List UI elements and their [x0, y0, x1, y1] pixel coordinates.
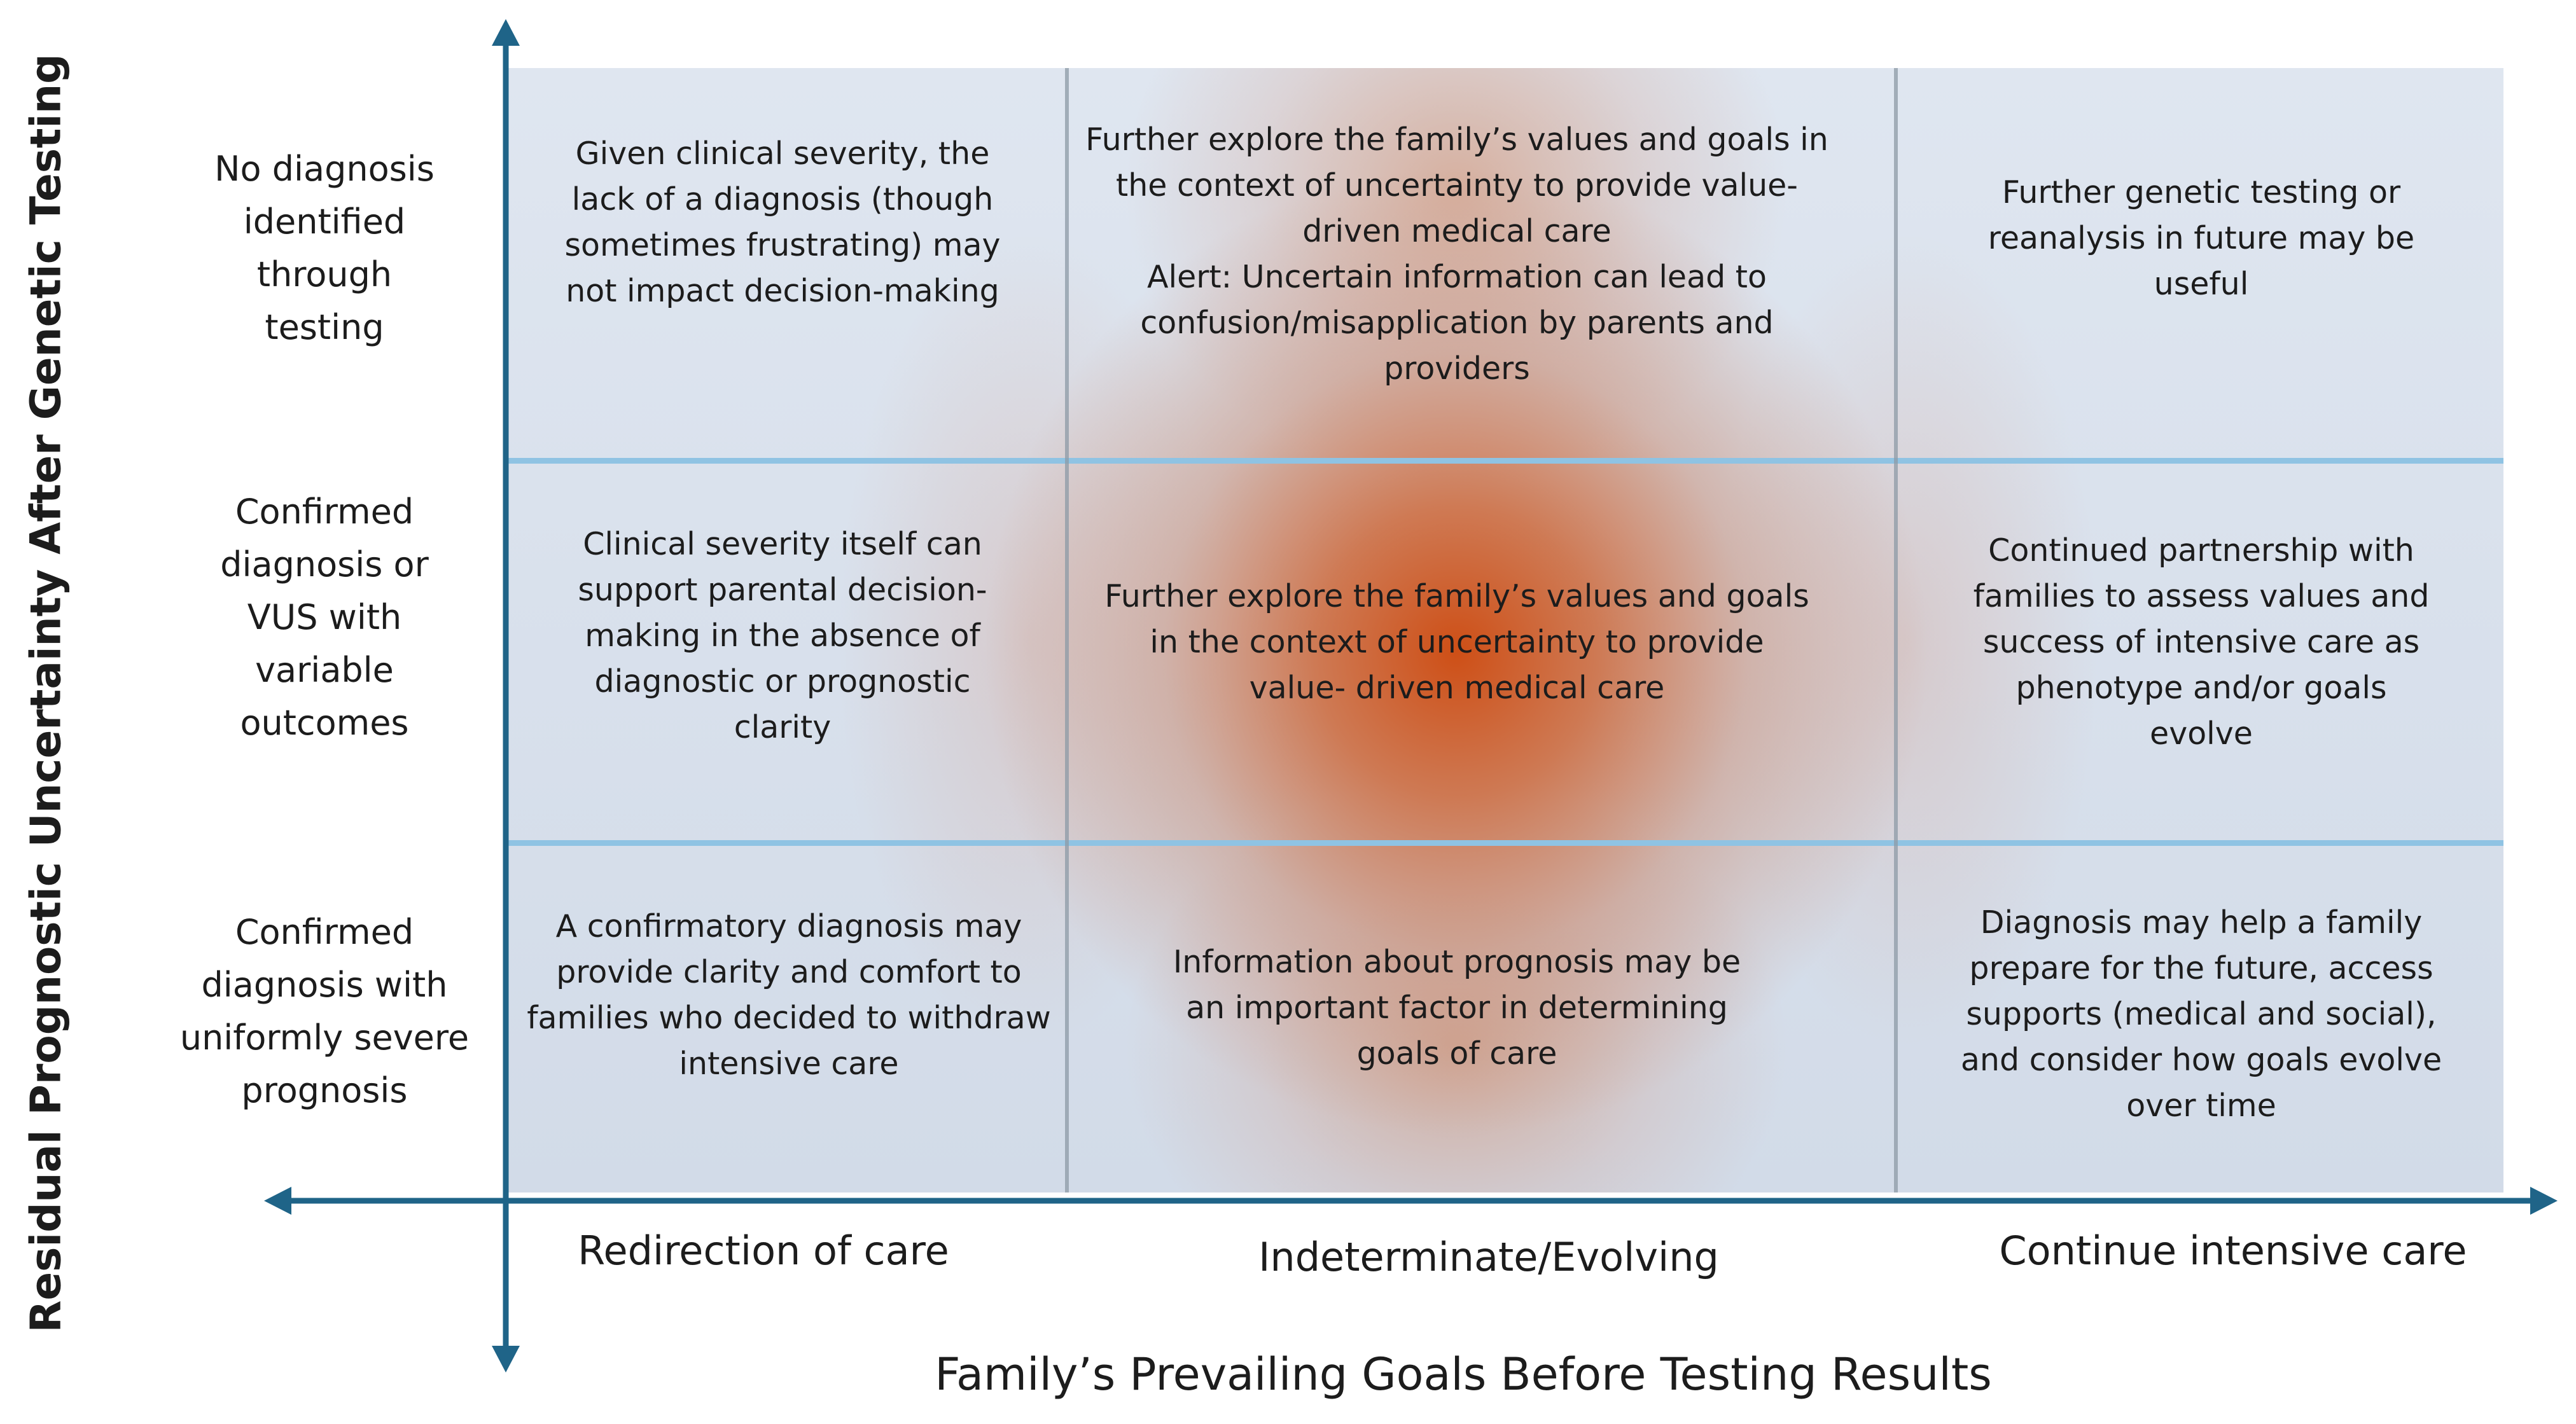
cell-no-diagnosis-continue: Further genetic testing or reanalysis in…: [1988, 174, 2415, 302]
y-axis-bottom-arrow: [492, 1346, 520, 1372]
y-axis-title: Residual Prognostic Uncertainty After Ge…: [21, 53, 71, 1333]
cell-vus-continue: Continued partnership with families to a…: [1973, 532, 2430, 752]
y-axis-top-arrow: [492, 19, 520, 46]
column-label-redirection: Redirection of care: [578, 1227, 949, 1274]
center-glow-gradient: [508, 68, 2503, 1192]
cell-vus-indeterminate: Further explore the family’s values and …: [1104, 578, 1809, 706]
x-axis-title: Family’s Prevailing Goals Before Testing…: [935, 1348, 1992, 1400]
column-divider-1: [1065, 68, 1069, 1192]
matrix-panel: [508, 68, 2503, 1192]
row-label-no-diagnosis: No diagnosis identified through testing: [214, 149, 435, 347]
cell-severe-redirection: A confirmatory diagnosis may provide cla…: [527, 908, 1051, 1082]
x-axis-right-arrow: [2530, 1187, 2558, 1215]
column-label-continue: Continue intensive care: [1999, 1227, 2467, 1274]
cell-no-diagnosis-redirection: Given clinical severity, the lack of a d…: [564, 135, 1001, 309]
cell-vus-redirection: Clinical severity itself can support par…: [578, 526, 987, 745]
cell-severe-continue: Diagnosis may help a family prepare for …: [1960, 904, 2442, 1124]
row-label-confirmed-vus: Confirmed diagnosis or VUS with variable…: [220, 491, 429, 743]
cell-no-diagnosis-indeterminate: Further explore the family’s values and …: [1085, 121, 1828, 387]
column-divider-2: [1894, 68, 1898, 1192]
row-label-uniformly-severe: Confirmed diagnosis with uniformly sever…: [179, 912, 470, 1110]
row-divider-2: [508, 840, 2503, 846]
row-divider-1: [508, 458, 2503, 464]
cell-severe-indeterminate: Information about prognosis may be an im…: [1173, 944, 1741, 1072]
x-axis-left-arrow: [264, 1187, 291, 1215]
column-label-indeterminate: Indeterminate/Evolving: [1258, 1234, 1719, 1280]
